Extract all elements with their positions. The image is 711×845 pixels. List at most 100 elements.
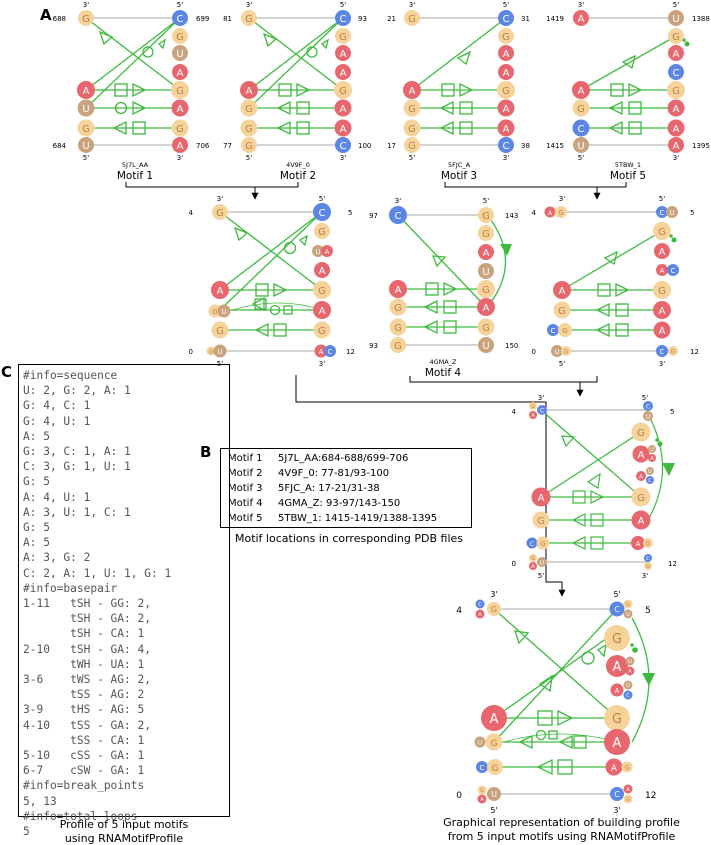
svg-text:A: A: [340, 124, 347, 135]
svg-text:A: A: [531, 413, 535, 419]
svg-text:C: C: [626, 693, 630, 699]
svg-text:3': 3': [319, 360, 325, 368]
svg-text:G: G: [672, 86, 680, 97]
profile-line: G: 5: [23, 521, 50, 535]
svg-text:5': 5': [613, 590, 620, 599]
svg-text:C: C: [328, 348, 333, 356]
svg-text:A: A: [483, 303, 490, 314]
svg-text:C: C: [340, 14, 347, 25]
svg-text:U: U: [176, 49, 183, 60]
motif-location: 4GMA_Z: 93-97/143-150: [278, 498, 401, 509]
svg-text:5': 5': [559, 360, 565, 368]
merged5s-num-br: 12: [668, 560, 677, 568]
svg-text:C: C: [340, 141, 347, 152]
svg-text:U: U: [482, 267, 489, 278]
svg-text:U: U: [315, 248, 320, 256]
svg-text:G: G: [394, 323, 402, 334]
profile-line: #info=break_points: [23, 779, 145, 793]
svg-text:U: U: [478, 740, 482, 747]
merged12-num-tl: 4: [189, 209, 194, 217]
svg-text:3': 3': [578, 1, 584, 9]
svg-text:A: A: [246, 86, 253, 97]
svg-text:A: A: [83, 86, 90, 97]
svg-text:A: A: [650, 456, 654, 462]
svg-text:A: A: [613, 660, 622, 675]
svg-text:G: G: [562, 327, 567, 335]
svg-text:5': 5': [409, 154, 415, 162]
svg-text:3': 3': [217, 195, 223, 203]
svg-text:G: G: [626, 797, 630, 803]
motif-5-num-tr: 1388: [692, 15, 710, 23]
svg-text:C: C: [478, 602, 482, 608]
svg-text:5': 5': [490, 806, 497, 815]
svg-text:U: U: [669, 209, 674, 217]
profile-line: A: 4, U: 1: [23, 490, 91, 504]
svg-text:C: C: [578, 124, 585, 135]
svg-text:G: G: [82, 124, 90, 135]
motif-3-diagram: G A G G G C G A A G A A C 3'5' 5'3' 21 3…: [387, 1, 530, 182]
svg-text:5': 5': [659, 195, 665, 203]
svg-text:A: A: [659, 247, 666, 258]
svg-text:G: G: [212, 308, 217, 316]
svg-text:5': 5': [538, 572, 544, 580]
profile-line: U: 2, G: 2, A: 1: [23, 384, 131, 398]
svg-text:G: G: [480, 788, 484, 794]
profile-line: A: 3, U: 1, C: 1: [23, 505, 131, 519]
motif-location: 4V9F_0: 77-81/93-100: [278, 468, 390, 479]
svg-text:G: G: [245, 141, 253, 152]
svg-text:A: A: [409, 86, 416, 97]
svg-text:A: A: [531, 564, 535, 570]
svg-text:3': 3': [642, 572, 648, 580]
svg-text:C: C: [177, 14, 184, 25]
svg-text:3': 3': [673, 154, 679, 162]
table-row: Motif 2 4V9F_0: 77-81/93-100: [228, 466, 471, 481]
profile-line: C: 2, A: 1, U: 1, G: 1: [23, 566, 172, 580]
svg-text:U: U: [626, 612, 630, 618]
merged12-num-tr: 5: [348, 209, 352, 217]
final-num-bl: 0: [456, 791, 462, 801]
merged35-num-br: 12: [690, 348, 699, 356]
svg-text:G: G: [637, 428, 645, 439]
merged35-num-bl: 0: [532, 348, 536, 356]
merged-profile-5-small: G A C A G C G G A U C U G A U A A U C G …: [512, 394, 677, 580]
svg-text:U: U: [491, 790, 497, 799]
svg-text:5': 5': [177, 1, 183, 9]
motif-3-label: Motif 3: [441, 170, 477, 182]
svg-text:U: U: [540, 560, 544, 567]
svg-text:G: G: [637, 493, 645, 504]
final-num-br: 12: [645, 791, 656, 801]
profile-caption: Profile of 5 input motifs using RNAMotif…: [18, 818, 230, 845]
profile-line: A: 3, G: 2: [23, 551, 91, 565]
svg-text:5': 5': [578, 154, 584, 162]
svg-text:A: A: [319, 306, 326, 317]
svg-text:A: A: [319, 266, 326, 277]
svg-text:C: C: [614, 790, 620, 799]
svg-text:G: G: [216, 208, 224, 219]
svg-text:A: A: [340, 49, 347, 60]
svg-text:A: A: [611, 764, 618, 774]
svg-text:G: G: [318, 227, 326, 238]
motif-name: Motif 2: [228, 468, 263, 479]
motif-5-label: Motif 5: [610, 170, 646, 182]
svg-text:G: G: [482, 323, 490, 334]
svg-text:C: C: [660, 348, 665, 356]
profile-line: 1-11 tSH - GG: 2,: [23, 597, 151, 611]
svg-text:5': 5': [83, 154, 89, 162]
motif-4-num-tl: 97: [369, 212, 378, 220]
motif-5-num-br: 1395: [692, 142, 710, 150]
profile-line: tSH - CA: 1: [23, 627, 145, 641]
profile-caption-line: Profile of 5 input motifs: [59, 818, 189, 831]
profile-line: 3-9 tHS - AG: 5: [23, 703, 145, 717]
motif-1-num-br: 706: [196, 142, 210, 150]
motif-4-label: Motif 4: [425, 367, 462, 379]
svg-text:G: G: [339, 86, 347, 97]
svg-text:C: C: [671, 267, 676, 275]
svg-text:A: A: [503, 68, 510, 79]
svg-text:G: G: [577, 104, 585, 115]
svg-text:U: U: [672, 14, 679, 25]
svg-text:A: A: [626, 787, 630, 793]
svg-text:A: A: [480, 797, 484, 803]
svg-text:3': 3': [83, 1, 89, 9]
panel-label-c: C: [1, 363, 13, 381]
